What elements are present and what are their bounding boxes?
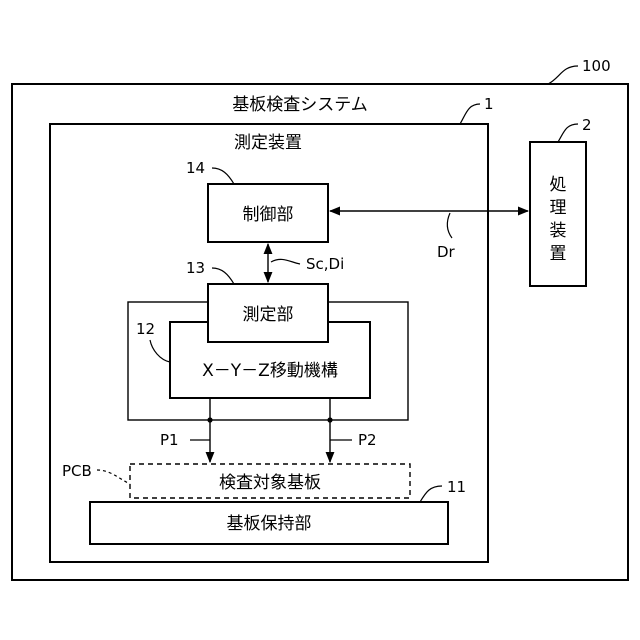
probe-2-node bbox=[327, 417, 332, 422]
xyz-mechanism-ref-label: 12 bbox=[136, 320, 155, 338]
system-ref-leader bbox=[548, 66, 578, 84]
probe-1-node bbox=[207, 417, 212, 422]
processing-device-char-2: 理 bbox=[550, 198, 567, 218]
probe-2-label: P2 bbox=[358, 431, 377, 449]
system-ref-label: 100 bbox=[582, 57, 611, 75]
board-holder-ref-label: 11 bbox=[447, 478, 466, 496]
processing-device-char-3: 装 bbox=[550, 221, 567, 241]
xyz-mechanism-label: X－Y－Z移動機構 bbox=[202, 361, 338, 381]
processing-device-char-1: 処 bbox=[550, 175, 567, 195]
inspection-board-ref-label: PCB bbox=[62, 462, 92, 480]
control-signal-label: Sc,Di bbox=[306, 255, 344, 273]
measuring-unit-ref-label: 13 bbox=[186, 259, 205, 277]
controller-ref-label: 14 bbox=[186, 159, 205, 177]
measuring-unit-label: 測定部 bbox=[243, 305, 294, 325]
board-holder-label: 基板保持部 bbox=[227, 514, 312, 534]
processing-device-char-4: 置 bbox=[550, 244, 567, 264]
system-title: 基板検査システム bbox=[232, 95, 368, 115]
measuring-device-title: 測定装置 bbox=[234, 133, 302, 153]
probe-1-label: P1 bbox=[160, 431, 179, 449]
inspection-board-label: 検査対象基板 bbox=[219, 473, 321, 493]
data-link-label: Dr bbox=[437, 243, 456, 261]
processing-device-ref-label: 2 bbox=[582, 116, 592, 134]
measuring-device-ref-label: 1 bbox=[484, 95, 494, 113]
controller-label: 制御部 bbox=[243, 205, 294, 225]
